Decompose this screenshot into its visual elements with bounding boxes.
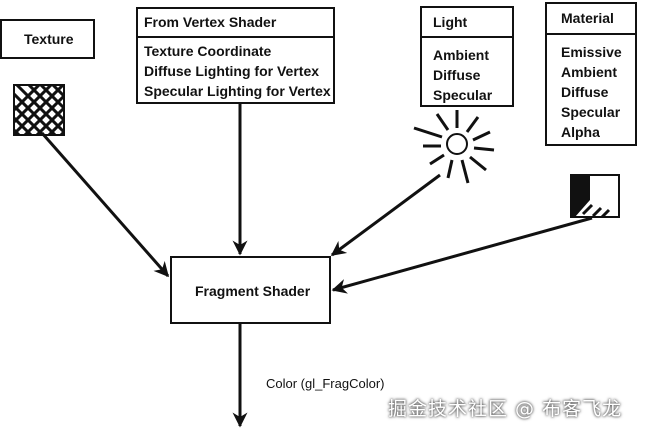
texture-box: Texture <box>0 19 95 59</box>
material-item: Ambient <box>561 64 617 80</box>
material-title: Material <box>561 10 614 26</box>
vertex-shader-items: Texture Coordinate Diffuse Lighting for … <box>144 41 331 101</box>
material-item: Specular <box>561 104 621 120</box>
light-source-icon <box>413 110 495 184</box>
light-items: Ambient Diffuse Specular <box>433 45 492 105</box>
texture-title: Texture <box>24 31 74 47</box>
light-divider <box>422 36 512 38</box>
vertex-shader-item: Texture Coordinate <box>144 43 272 59</box>
output-color-label: Color (gl_FragColor) <box>266 376 385 391</box>
arrow-light-to-shader <box>330 173 441 257</box>
material-items: Emissive Ambient Diffuse Specular Alpha <box>561 42 622 142</box>
vertex-shader-divider <box>138 36 333 38</box>
light-item: Ambient <box>433 47 489 63</box>
vertex-shader-item: Specular Lighting for Vertex <box>144 83 331 99</box>
material-item: Diffuse <box>561 84 609 100</box>
fragment-shader-box: Fragment Shader <box>170 256 331 324</box>
arrow-texture-to-shader <box>40 132 170 278</box>
arrow-material-to-shader <box>331 216 593 294</box>
light-item: Diffuse <box>433 67 481 83</box>
fragment-shader-title: Fragment Shader <box>195 283 311 299</box>
material-item: Emissive <box>561 44 622 60</box>
material-item: Alpha <box>561 124 600 140</box>
material-box: Material Emissive Ambient Diffuse Specul… <box>545 2 637 146</box>
material-swatch-icon <box>570 174 620 218</box>
light-item: Specular <box>433 87 493 103</box>
vertex-shader-item: Diffuse Lighting for Vertex <box>144 63 320 79</box>
vertex-shader-title: From Vertex Shader <box>144 14 277 30</box>
material-divider <box>547 33 635 35</box>
light-box: Light Ambient Diffuse Specular <box>420 6 514 107</box>
vertex-shader-box: From Vertex Shader Texture Coordinate Di… <box>136 7 335 104</box>
watermark-text: 掘金技术社区 @ 布客飞龙 <box>388 398 623 420</box>
light-title: Light <box>433 14 468 30</box>
texture-swatch-icon <box>13 84 65 136</box>
